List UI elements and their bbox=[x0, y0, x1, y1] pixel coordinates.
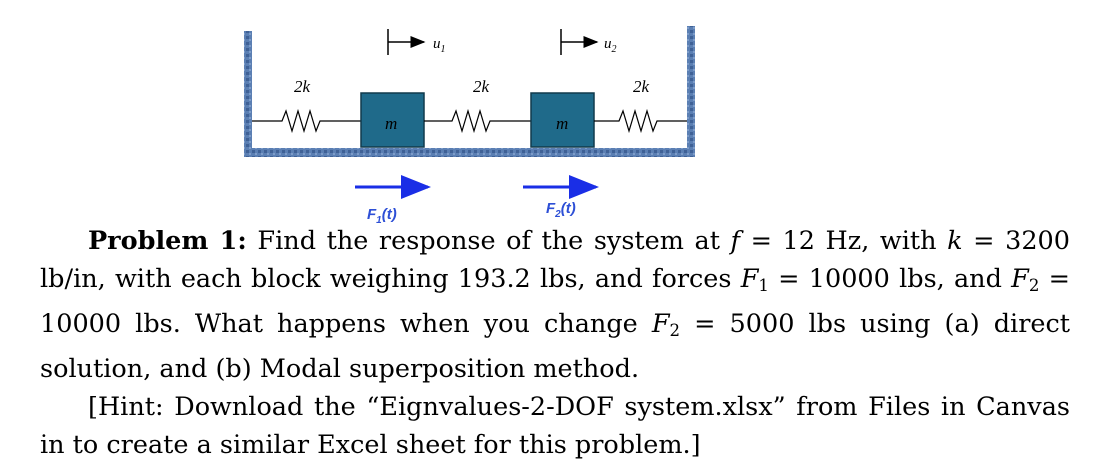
displacement-u1-indicator: u1 bbox=[387, 29, 446, 55]
hint-paragraph: [Hint: Download the “Eignvalues-2-DOF sy… bbox=[40, 392, 1070, 461]
force2-arg: (t) bbox=[561, 200, 576, 217]
svg-text:u2: u2 bbox=[604, 36, 617, 55]
force-f1-indicator: F1(t) bbox=[355, 175, 431, 225]
spring-middle bbox=[424, 108, 531, 134]
svg-text:F2(t): F2(t) bbox=[546, 200, 576, 220]
problem-text-5: = 10000 lbs. What happens when you chang… bbox=[40, 264, 1070, 340]
force1-sub: 1 bbox=[376, 215, 382, 225]
spring-right-label: 2k bbox=[633, 77, 650, 96]
floor bbox=[244, 148, 695, 157]
spring-left bbox=[252, 108, 361, 134]
force1-arg: (t) bbox=[382, 206, 397, 223]
var-f: f bbox=[730, 226, 740, 256]
problem-text-2: = 12 Hz, with bbox=[740, 226, 948, 256]
spring-left-label: 2k bbox=[294, 77, 311, 96]
mass-2-label: m bbox=[556, 114, 568, 133]
problem-paragraph: Problem 1: Find the response of the syst… bbox=[40, 222, 1070, 388]
disp1-sub: 1 bbox=[441, 44, 446, 55]
force-f2-indicator: F2(t) bbox=[523, 175, 599, 220]
problem-text-1: Find the response of the system at bbox=[246, 226, 731, 256]
disp1-var: u bbox=[433, 36, 441, 52]
problem-statement: Problem 1: Find the response of the syst… bbox=[40, 222, 1070, 464]
disp2-var: u bbox=[604, 36, 612, 52]
problem-label: Problem 1: bbox=[88, 226, 247, 256]
mass-1-label: m bbox=[385, 114, 397, 133]
left-wall bbox=[244, 31, 252, 156]
var-F2-change: F2 bbox=[651, 309, 681, 341]
mass-1 bbox=[360, 92, 425, 148]
force1-var: F bbox=[367, 206, 377, 223]
disp2-sub: 2 bbox=[612, 44, 617, 55]
spring-middle-label: 2k bbox=[473, 77, 490, 96]
svg-text:u1: u1 bbox=[433, 36, 446, 55]
right-wall bbox=[687, 26, 695, 156]
problem-text-3: = 3200 lb/in, with each block weighing 1… bbox=[40, 226, 1070, 294]
var-F1: F1 bbox=[740, 264, 769, 296]
var-F2: F2 bbox=[1011, 264, 1040, 296]
two-dof-spring-mass-diagram: 2k m 2k m 2k u1 u2 F1(t) F2(t) bbox=[244, 26, 695, 225]
var-k: k bbox=[947, 226, 963, 256]
problem-text-6: = 5000 lbs using (a) direct solution, an… bbox=[40, 309, 1070, 385]
svg-text:F1(t): F1(t) bbox=[367, 206, 397, 225]
spring-right bbox=[594, 108, 687, 134]
force2-sub: 2 bbox=[554, 209, 561, 220]
problem-text-4: = 10000 lbs, and bbox=[768, 264, 1012, 294]
mass-2 bbox=[530, 92, 595, 148]
displacement-u2-indicator: u2 bbox=[560, 29, 617, 55]
force2-var: F bbox=[546, 200, 556, 217]
